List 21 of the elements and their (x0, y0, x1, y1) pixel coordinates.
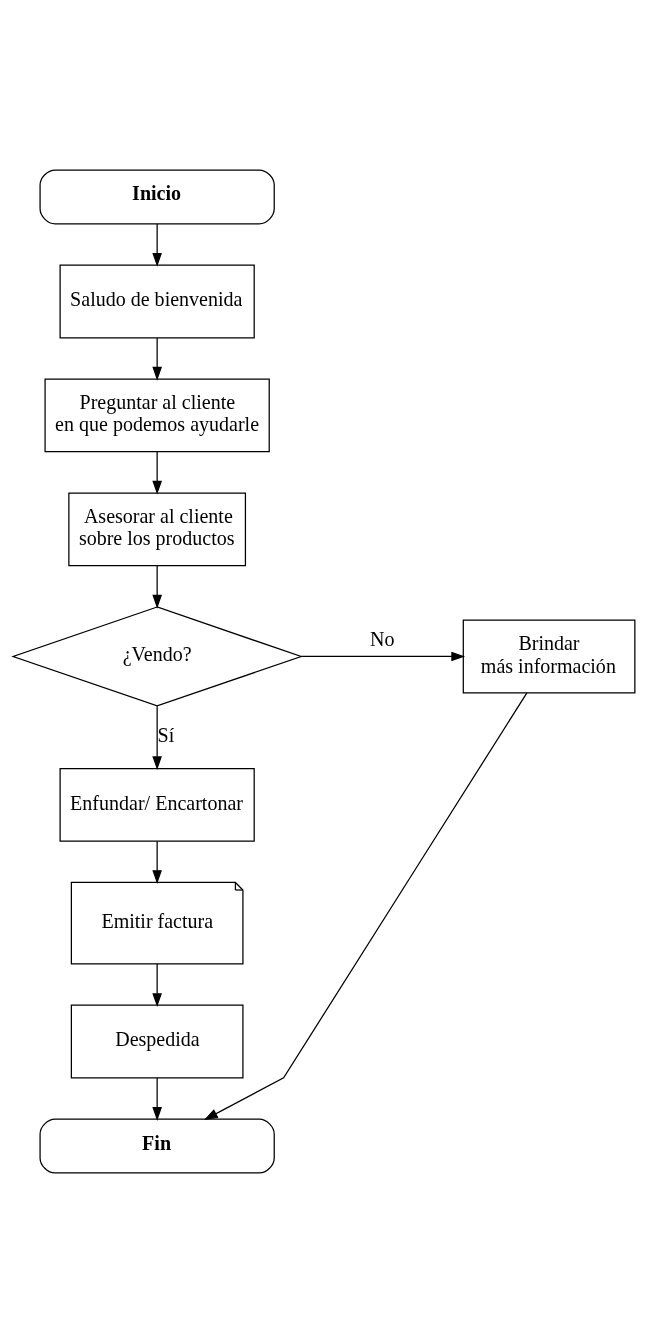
edge-label: No (369, 628, 395, 651)
node-box: Asesorar al cliente sobre los productos (68, 492, 247, 567)
node-box: Saludo de bienvenida (59, 264, 255, 339)
node-diamond: ¿Vendo? (11, 606, 304, 707)
node-box: Preguntar al cliente en que podemos ayudarle (44, 378, 270, 453)
arrow (204, 692, 528, 1120)
arrow (152, 337, 162, 381)
arrow (152, 1077, 162, 1121)
node-box: Enfundar/ Encartonar (59, 767, 255, 842)
arrow (152, 840, 162, 884)
arrow (300, 651, 466, 662)
arrow (152, 565, 162, 609)
arrow (152, 705, 162, 771)
node-box: Brindar más información (462, 619, 636, 694)
arrow (152, 223, 162, 267)
arrow (152, 963, 162, 1008)
node-box: Despedida (70, 1004, 244, 1079)
arrow (152, 451, 162, 495)
node-box: Fin (39, 1118, 275, 1174)
edge-label: Sí (157, 724, 175, 746)
node-box: Inicio (39, 169, 275, 225)
